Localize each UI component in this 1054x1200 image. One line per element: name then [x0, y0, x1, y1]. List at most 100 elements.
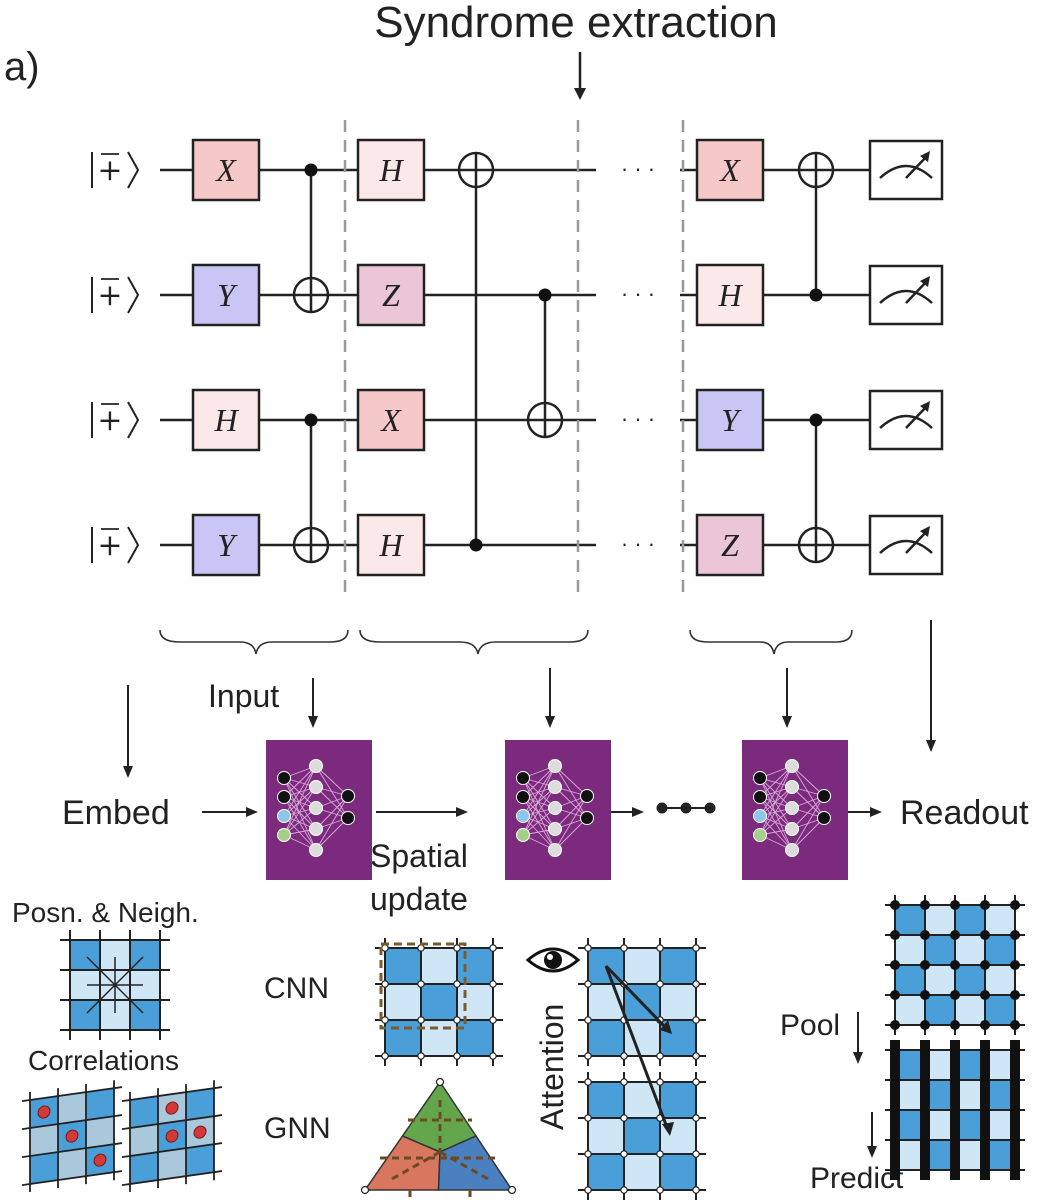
gnn-vertex — [360, 1185, 370, 1195]
panel-label: a) — [4, 45, 40, 89]
net-node — [785, 822, 799, 836]
net-edge — [759, 765, 793, 798]
pool-vertex — [980, 1020, 990, 1030]
net-edge — [283, 815, 317, 851]
grid-vertex — [381, 980, 389, 988]
grid-cell — [457, 948, 493, 984]
grid-cell — [624, 948, 660, 984]
net-edge — [522, 765, 556, 798]
net-edge — [283, 765, 317, 798]
grid-cell — [421, 948, 457, 984]
meter-box — [868, 139, 944, 201]
neighbor-arrow — [114, 956, 144, 986]
gate-box — [356, 138, 426, 202]
net-edge — [315, 786, 349, 819]
net-edge — [283, 765, 317, 836]
gate-label: Y — [217, 527, 238, 563]
net-node — [817, 789, 831, 803]
flow-arrows — [123, 620, 936, 817]
net-edge — [759, 815, 793, 851]
net-edge — [759, 765, 793, 817]
cnot-control — [809, 288, 823, 302]
grid-cell — [588, 984, 624, 1020]
cnot-control — [538, 288, 552, 302]
net-edge — [522, 777, 556, 851]
pool-vertex — [890, 1020, 900, 1030]
gate-label: X — [718, 152, 741, 188]
gate-x: X — [695, 138, 765, 202]
grid-line — [122, 1142, 222, 1159]
brace-1 — [159, 629, 349, 655]
gate-box — [191, 513, 261, 577]
grid-cell — [925, 905, 955, 935]
pool-column-bar — [1010, 1040, 1020, 1180]
predict-label: Predict — [810, 1162, 904, 1195]
grid-cell — [457, 1020, 493, 1056]
net-node — [817, 811, 831, 825]
net-node — [548, 822, 562, 836]
gate-label: X — [379, 402, 402, 438]
pool-arrowhead — [853, 1052, 863, 1064]
grid-cell — [588, 1020, 624, 1056]
pool-vertex — [1010, 930, 1020, 940]
grid-cell — [895, 935, 925, 965]
grid-line — [22, 1086, 122, 1103]
pool-vertex — [1010, 990, 1020, 1000]
gate-label: Z — [382, 277, 401, 313]
pool-column-bar — [980, 1040, 990, 1180]
pool-column-bar — [890, 1040, 900, 1180]
meter-arrowhead — [920, 276, 930, 287]
grid-cell — [985, 935, 1015, 965]
posn-neigh-grid — [60, 930, 170, 1040]
gate-box — [191, 388, 261, 452]
net-edge — [791, 795, 825, 830]
pool-vertex — [950, 900, 960, 910]
net-edge — [759, 796, 793, 851]
net-node — [277, 790, 291, 804]
grid-vertex — [692, 1078, 700, 1086]
gate-label: Y — [721, 402, 742, 438]
net-node — [548, 759, 562, 773]
gate-x: X — [356, 388, 426, 452]
embed-label: Embed — [62, 794, 170, 832]
eye-glint — [547, 954, 553, 960]
measure-meter-icon — [868, 514, 944, 576]
pool-vertex — [890, 900, 900, 910]
neighbor-arrow — [86, 956, 116, 986]
grid-vertex — [584, 1186, 592, 1194]
net-node — [785, 801, 799, 815]
pool-grid-after — [885, 1040, 1025, 1180]
meter-box — [868, 264, 944, 326]
grid-cell — [955, 995, 985, 1025]
gate-y: Y — [191, 263, 261, 327]
meter-box — [868, 389, 944, 451]
gnn-graph — [360, 1077, 517, 1198]
gate-box — [695, 513, 765, 577]
gate-h: H — [356, 513, 426, 577]
grid-line — [122, 1114, 222, 1131]
grid-cell — [30, 1124, 58, 1156]
neighbor-arrow — [114, 984, 144, 1014]
grid-vertex — [417, 1052, 425, 1060]
gnn-dual-edges — [380, 1100, 500, 1198]
net-node — [548, 843, 562, 857]
ellipsis-dots: · · · — [621, 406, 655, 431]
pool-vertex — [950, 1020, 960, 1030]
net-edge — [759, 796, 793, 830]
gnn-vertex — [507, 1185, 517, 1195]
pool-vertex — [920, 960, 930, 970]
posn-label: Posn. & Neigh. — [12, 897, 199, 928]
ket-angle — [127, 401, 140, 439]
grid-cell — [660, 1082, 696, 1118]
measure-meter-icon — [868, 139, 944, 201]
gate-label: X — [214, 152, 237, 188]
net-edge — [315, 765, 349, 819]
pool-vertex — [980, 930, 990, 940]
grid-vertex — [584, 944, 592, 952]
grid-line — [22, 1114, 122, 1131]
grid-cell — [955, 905, 985, 935]
net-node — [309, 801, 323, 815]
net-edge — [759, 777, 793, 830]
